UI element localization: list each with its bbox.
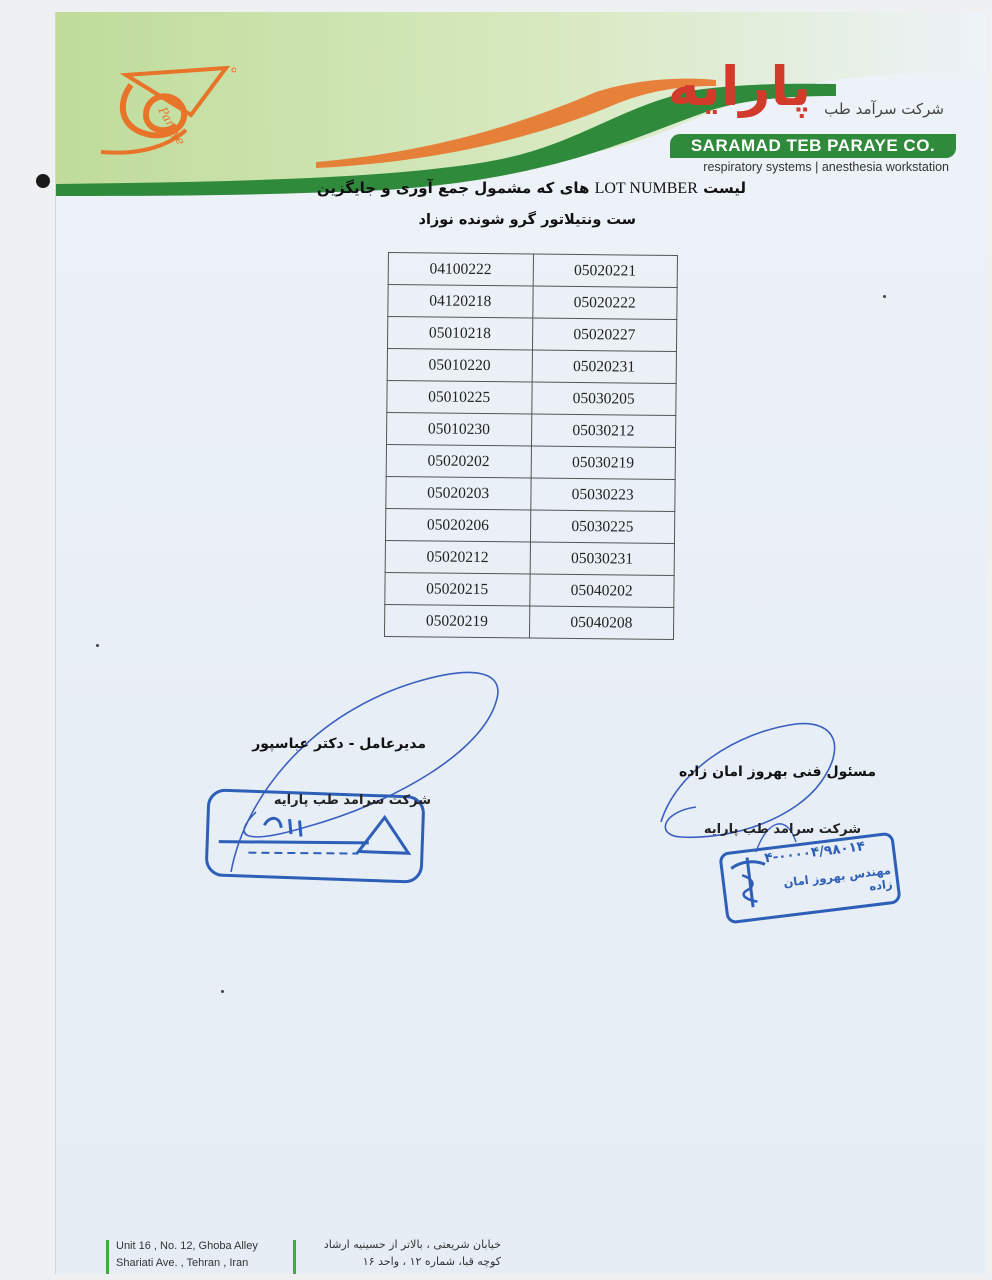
lot-cell: 05040202	[529, 574, 675, 608]
title-pre: لیست	[703, 179, 746, 197]
lot-cell: 05030212	[530, 414, 676, 448]
footer-fa-line2: کوچه قبا، شماره ۱۲ ، واحد ۱۶	[362, 1255, 501, 1268]
footer-en-line1: Unit 16 , No. 12, Ghoba Alley	[116, 1240, 258, 1252]
speck	[96, 644, 99, 647]
footer-fa-line1: خیابان شریعتی ، بالاتر از حسینیه ارشاد	[323, 1238, 501, 1251]
lot-cell: 05020222	[532, 286, 678, 320]
lot-cell: 05020219	[384, 604, 530, 638]
company-stamp-left	[204, 788, 426, 884]
speck	[221, 990, 224, 993]
brand-name-fa: پارایه	[667, 55, 813, 118]
technical-officer-signature-title: مسئول فنی بهروز امان زاده	[678, 764, 876, 780]
ceo-stamp-company: شرکت سرامد طب پارایه	[273, 793, 431, 808]
ceo-signature-title: مدیرعامل - دکتر عباسپور	[252, 736, 426, 752]
footer-address-en: Unit 16 , No. 12, Ghoba Alley Shariati A…	[116, 1238, 258, 1272]
speck	[883, 295, 886, 298]
lot-cell: 05030219	[530, 446, 676, 480]
lot-cell: 05020203	[385, 476, 531, 511]
lot-cell: 05040208	[528, 605, 674, 640]
engineer-stamp-right	[718, 831, 902, 925]
lot-cell: 05030231	[529, 542, 675, 576]
lot-cell: 05030205	[531, 382, 677, 416]
brand-tagline: respiratory systems | anesthesia worksta…	[703, 160, 949, 174]
binder-hole	[36, 174, 50, 188]
footer-address-fa: خیابان شریعتی ، بالاتر از حسینیه ارشاد ک…	[301, 1236, 501, 1270]
lot-cell: 05020221	[532, 254, 678, 288]
lot-cell: 05020227	[531, 318, 677, 352]
lot-cell: 05020231	[531, 350, 677, 384]
company-name-fa: شرکت سرآمد طب	[824, 100, 944, 118]
lot-cell: 05010225	[386, 380, 532, 415]
title-lot-number: LOT NUMBER	[594, 180, 698, 197]
stamp-left-marks	[218, 814, 412, 855]
lot-cell: 05030223	[530, 478, 676, 512]
lot-cell: 05020206	[385, 508, 531, 543]
footer-divider	[106, 1240, 109, 1274]
paraye-logo-icon: Paraye	[100, 65, 236, 155]
footer-en-line2: Shariati Ave. , Tehran , Iran	[116, 1257, 249, 1269]
document-sheet: Paraye شرکت سرآمد طب پارایه SARAMAD TEB …	[55, 12, 986, 1274]
lot-cell: 05030225	[529, 510, 675, 544]
header-band	[56, 12, 986, 196]
lot-cell: 05020202	[386, 444, 531, 479]
brand-name-en: SARAMAD TEB PARAYE CO.	[690, 136, 936, 155]
document-title-line2: ست ونتیلاتور گرو شونده نوزاد	[418, 212, 636, 228]
signature-scribbles	[230, 671, 836, 873]
lot-cell: 05010230	[386, 412, 532, 447]
footer-divider	[293, 1240, 296, 1274]
lot-cell: 05010220	[387, 348, 532, 383]
technical-officer-company: شرکت سرامد طب پارایه	[703, 822, 861, 837]
lot-cell: 04120218	[387, 284, 533, 319]
brand-name-box	[670, 134, 956, 158]
lot-cell: 05020215	[384, 572, 530, 606]
lot-cell: 04100222	[388, 252, 533, 287]
document-title-line1: لیست LOT NUMBER های که مشمول جمع آوری و …	[56, 179, 746, 198]
lot-cell: 05010218	[387, 316, 533, 351]
title-post: های که مشمول جمع آوری و جایگزین	[316, 179, 590, 197]
lot-cell: 05020212	[385, 540, 530, 575]
caduceus-icon	[730, 857, 766, 908]
